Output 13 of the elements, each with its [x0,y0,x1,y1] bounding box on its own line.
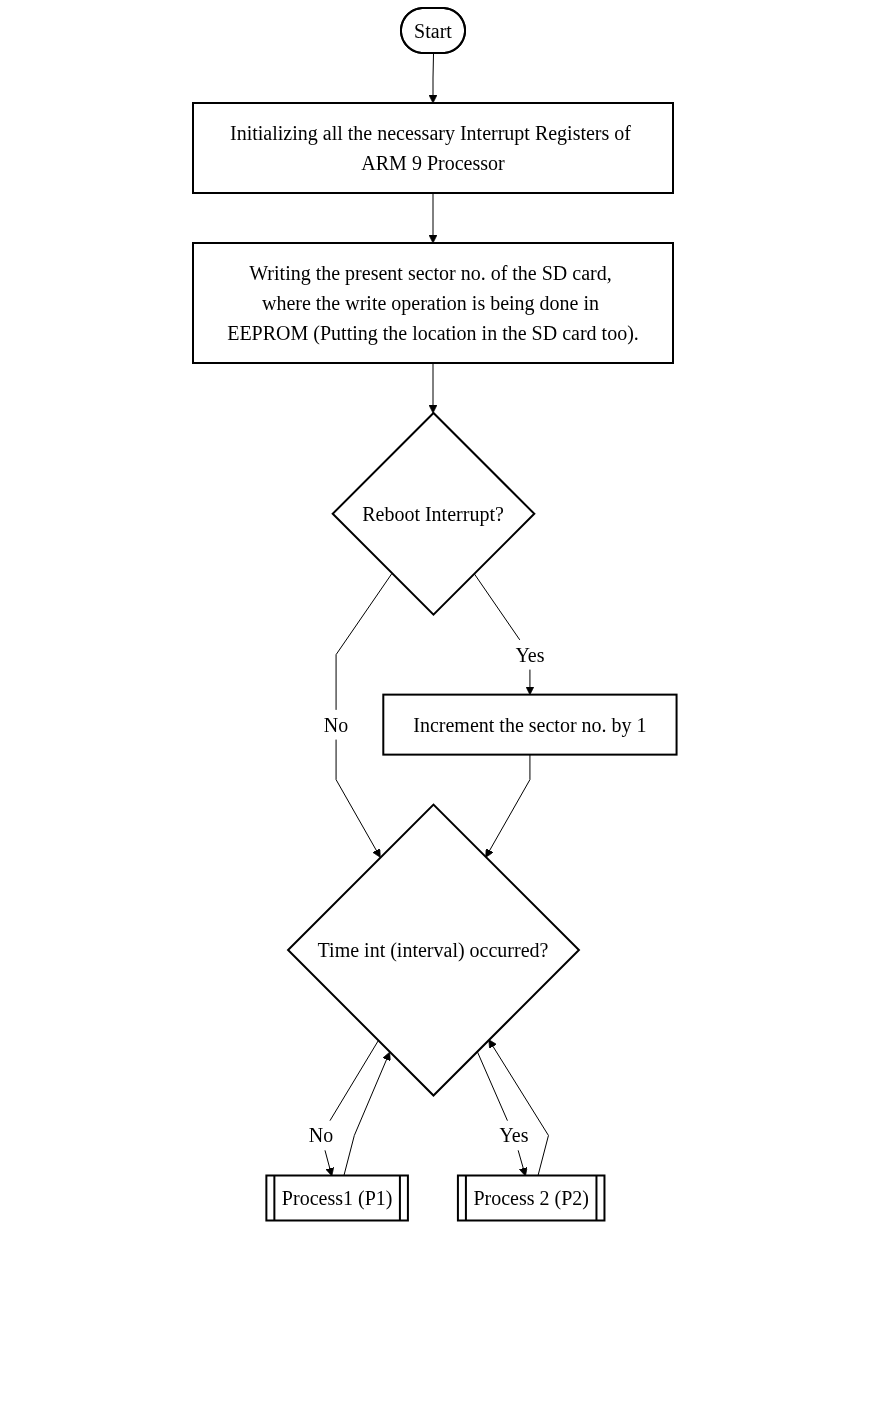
node-box: Initializing all the necessary Interrupt Registers of ARM 9 Processor [192,102,675,194]
arrow [428,362,438,414]
arrow [428,192,438,244]
edge-label: Yes [515,643,545,666]
node-box: Increment the sector no. by 1 [382,693,678,756]
edge-label: No [324,713,349,736]
node-box: Writing the present sector no. of the SD card, where the write operation is being done in EEPROM (Putting the location in the SD card too). [192,242,675,364]
node-diamond: Time int (interval) occurred? [286,803,581,1097]
arrow [335,573,393,858]
arrow [485,754,531,858]
edge-label: Yes [499,1124,529,1147]
node-diamond: Reboot Interrupt? [331,411,536,617]
edge-label: No [309,1124,334,1147]
